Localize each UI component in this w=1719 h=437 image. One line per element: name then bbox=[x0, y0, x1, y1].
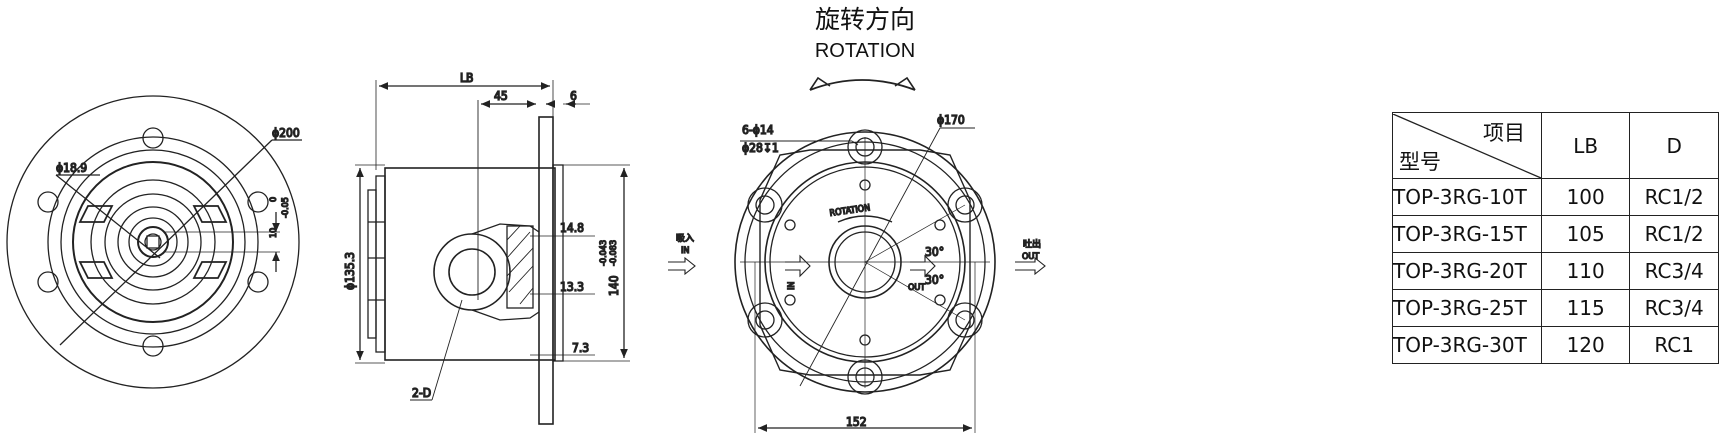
lb-cell: 115 bbox=[1540, 289, 1631, 327]
side-view bbox=[355, 80, 630, 425]
tol-pilot-upper: -0.043 bbox=[599, 240, 609, 266]
counterbore-spec: ϕ28↧1 bbox=[742, 141, 779, 155]
port-out-label: OUT bbox=[908, 283, 925, 293]
holes-spec: 6-ϕ14 bbox=[742, 123, 774, 137]
dim-pilot-dia: 140 bbox=[607, 275, 621, 296]
dim-152: 152 bbox=[846, 415, 867, 429]
dim-body-dia: ϕ135.3 bbox=[343, 252, 357, 290]
bolt-hole bbox=[142, 335, 164, 357]
keyway-label: 2-D bbox=[412, 386, 431, 400]
dim-shaft-dia: ϕ18.9 bbox=[56, 161, 87, 175]
bolt-hole bbox=[142, 127, 164, 149]
rotation-arc bbox=[809, 79, 916, 91]
d-cell: RC1/2 bbox=[1629, 215, 1719, 253]
inlet-arrow bbox=[668, 256, 696, 276]
port-in-label: IN bbox=[787, 282, 797, 290]
dim-lb: LB bbox=[460, 71, 473, 85]
model-cell: TOP-3RG-25T bbox=[1392, 289, 1542, 327]
dim-flange-dia: ϕ200 bbox=[272, 126, 300, 140]
inlet-label-cn: 吸入 bbox=[676, 233, 694, 244]
shaft-boss bbox=[433, 233, 511, 311]
outlet-label-en: OUT bbox=[1022, 252, 1039, 262]
port-view bbox=[668, 76, 1046, 433]
model-cell: TOP-3RG-20T bbox=[1392, 252, 1542, 290]
flange-ring bbox=[734, 131, 996, 393]
outlet-label-cn: 吐出 bbox=[1023, 238, 1041, 250]
pump-body bbox=[384, 167, 556, 361]
spec-corner-cell: 项目 型号 bbox=[1392, 112, 1542, 179]
d-cell: RC1/2 bbox=[1629, 178, 1719, 216]
d-cell: RC3/4 bbox=[1629, 289, 1719, 327]
model-cell: TOP-3RG-10T bbox=[1392, 178, 1542, 216]
angle-label-1: 30° bbox=[925, 245, 944, 259]
model-cell: TOP-3RG-15T bbox=[1392, 215, 1542, 253]
body-outline bbox=[47, 136, 259, 348]
dim-13-3: 13.3 bbox=[560, 280, 584, 294]
outlet-arrow bbox=[1015, 256, 1046, 276]
front-view bbox=[6, 95, 302, 389]
header-d: D bbox=[1629, 112, 1719, 179]
dim-pcd: ϕ170 bbox=[937, 113, 965, 127]
dim-14-8: 14.8 bbox=[560, 221, 584, 235]
dim-6: 6 bbox=[570, 89, 577, 103]
lb-cell: 120 bbox=[1540, 326, 1631, 364]
bolt-hole bbox=[247, 271, 269, 293]
dim-7-3: 7.3 bbox=[572, 341, 589, 355]
flange-outline bbox=[6, 95, 300, 389]
inlet-label-en: IN bbox=[681, 246, 689, 256]
mount-flange bbox=[538, 116, 554, 425]
header-lb: LB bbox=[1540, 112, 1631, 179]
bolt-hole bbox=[37, 191, 59, 213]
rotation-title-en: ROTATION bbox=[814, 40, 916, 62]
lb-cell: 110 bbox=[1540, 252, 1631, 290]
bolt-hole bbox=[247, 191, 269, 213]
header-item: 项目 bbox=[1483, 120, 1525, 145]
bolt-holes bbox=[747, 129, 983, 395]
tol-lower: -0.05 bbox=[281, 197, 291, 218]
rotation-title-cn: 旋转方向 bbox=[814, 5, 915, 34]
spec-header-row: 项目 型号 LB D bbox=[1392, 112, 1719, 179]
dim-key-width: 10 bbox=[269, 228, 279, 238]
bolt-hole bbox=[37, 271, 59, 293]
model-cell: TOP-3RG-30T bbox=[1392, 326, 1542, 364]
header-model: 型号 bbox=[1399, 149, 1441, 174]
dim-45: 45 bbox=[494, 89, 508, 103]
tol-upper: 0 bbox=[269, 197, 279, 202]
d-cell: RC3/4 bbox=[1629, 252, 1719, 290]
lb-cell: 100 bbox=[1540, 178, 1631, 216]
tol-pilot-lower: -0.083 bbox=[609, 240, 619, 266]
angle-label-2: 30° bbox=[925, 273, 944, 287]
lb-cell: 105 bbox=[1540, 215, 1631, 253]
d-cell: RC1 bbox=[1629, 326, 1719, 364]
